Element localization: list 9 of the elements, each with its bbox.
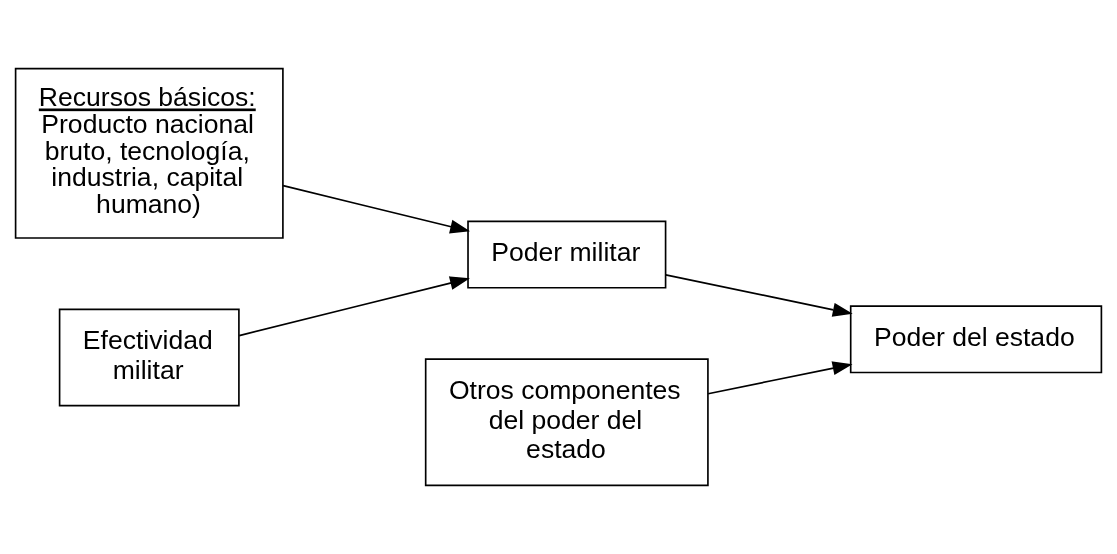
arrow: [707, 361, 853, 395]
node-box: Recursos básicos: Producto nacional bruto, tecnología, industria, capital humano): [14, 67, 284, 239]
arrow: [282, 184, 471, 234]
arrow: [664, 274, 853, 317]
node-box: Efectividad militar: [58, 308, 240, 407]
node-box: Otros componentes del poder del estado: [424, 358, 709, 487]
node-box: Poder del estado: [849, 305, 1103, 374]
node-box: Poder militar: [467, 220, 667, 289]
arrow: [238, 276, 470, 337]
